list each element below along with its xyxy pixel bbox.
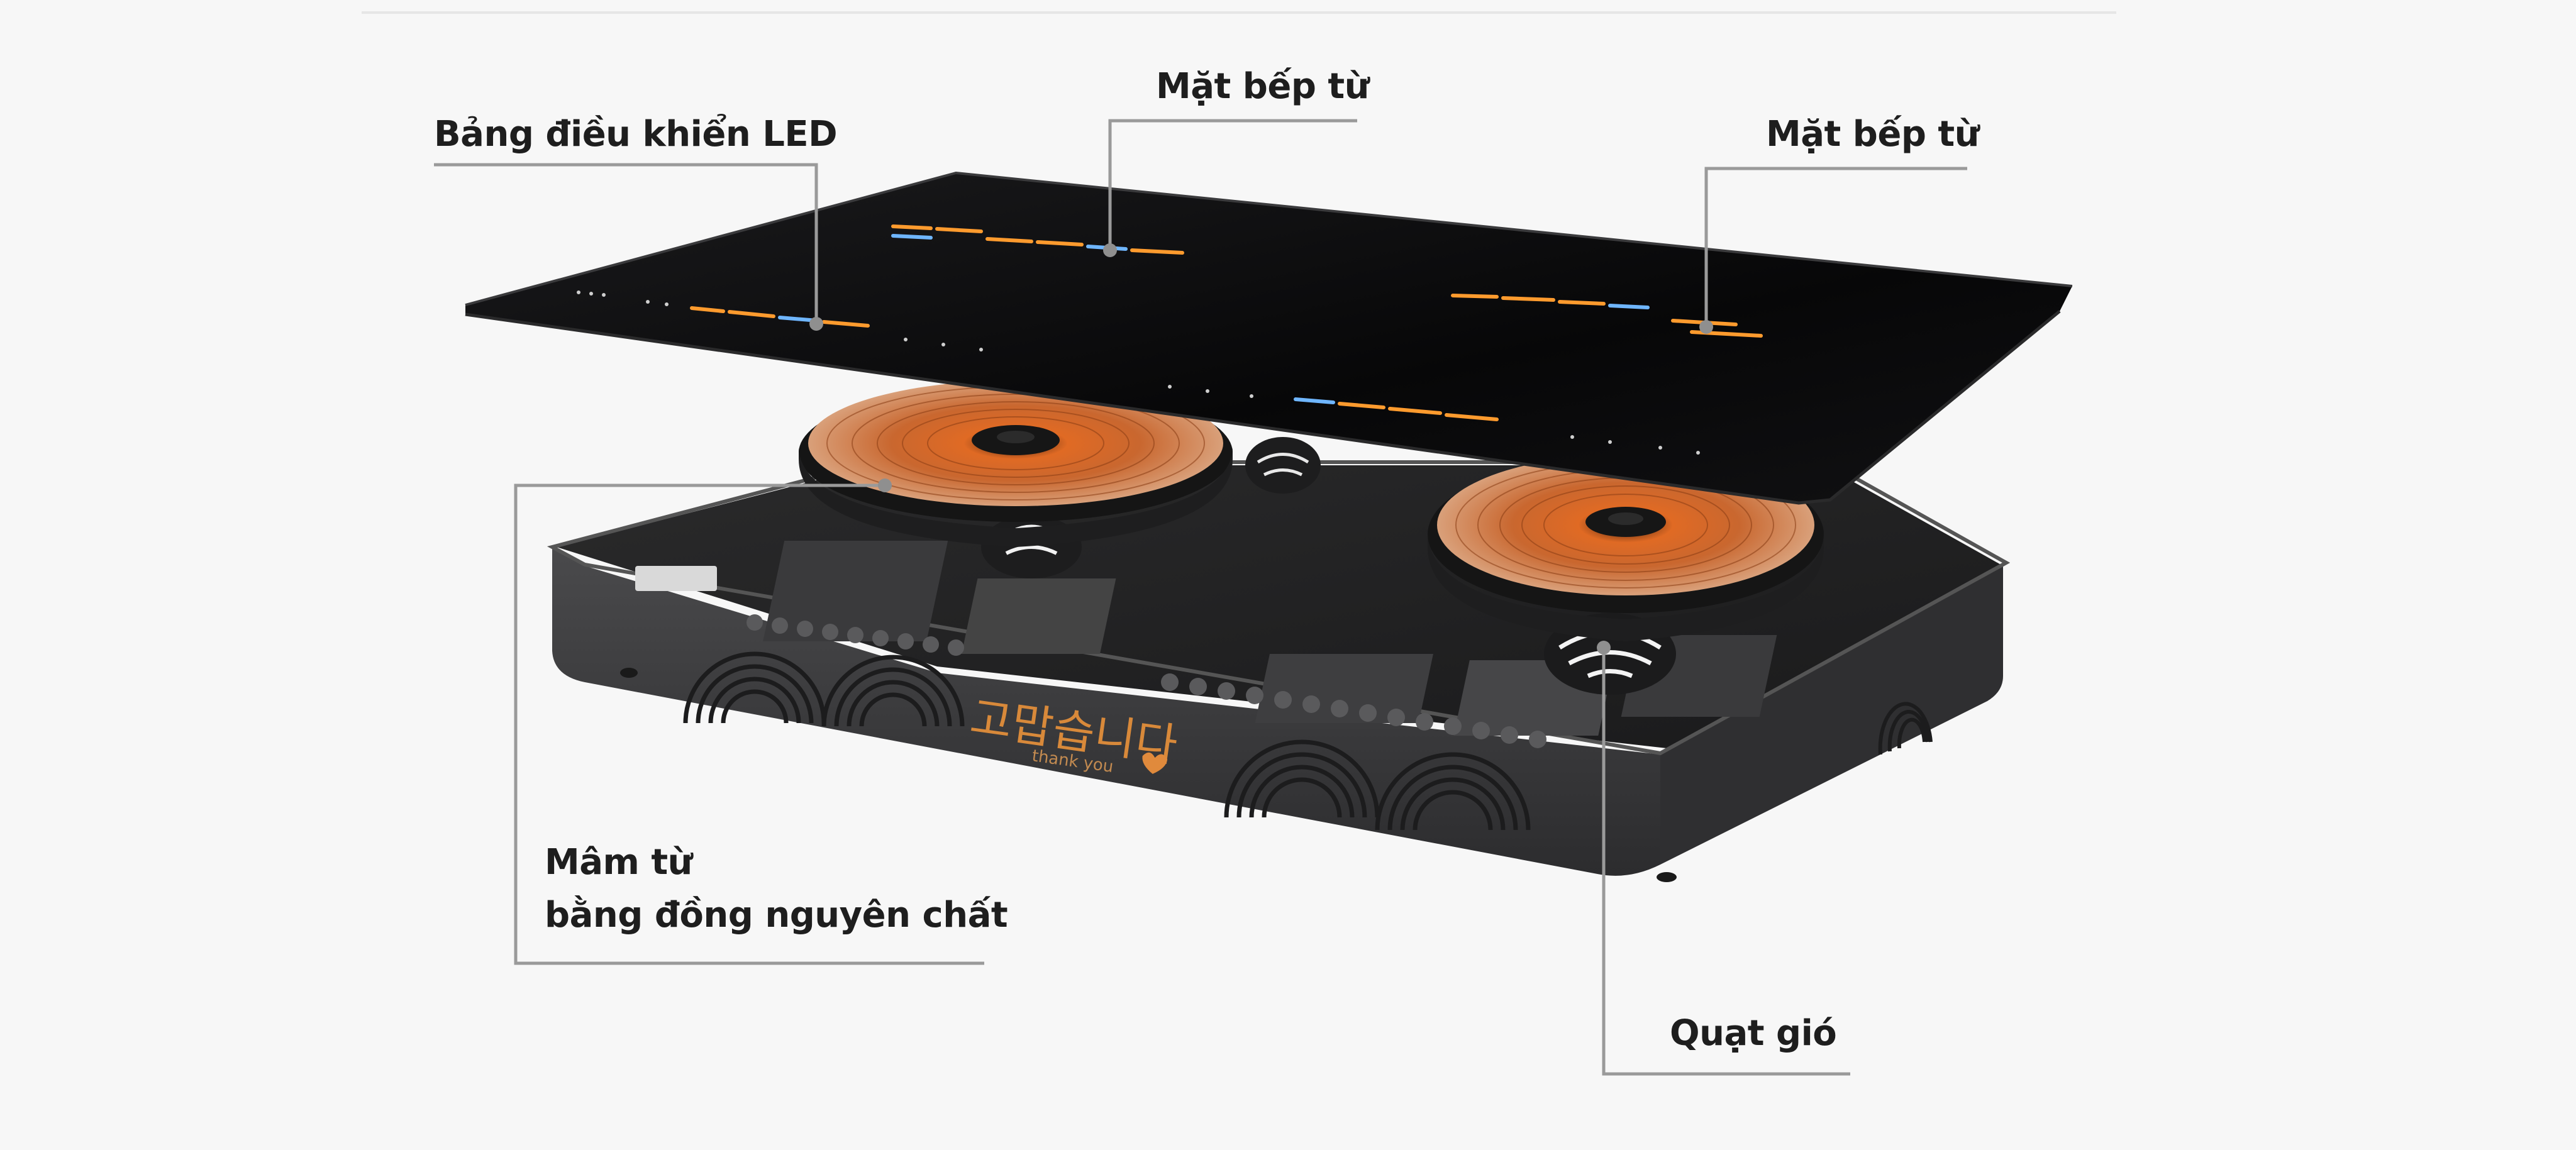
- vent-grille-center: [1224, 739, 1531, 831]
- copper-coil-right: [1428, 455, 1824, 641]
- vent-grille-right: [1878, 702, 1933, 755]
- callout-glass-top-right: Mặt bếp từ: [1766, 114, 1980, 155]
- callout-cooling-fan: Quạt gió: [1670, 1013, 1837, 1054]
- callout-copper-coil-line2: bằng đồng nguyên chất: [545, 895, 1008, 936]
- glass-cooktop-panel: [465, 171, 2073, 505]
- callout-glass-top-center: Mặt bếp từ: [1156, 66, 1370, 107]
- copper-coil-left: [799, 380, 1233, 547]
- callout-leader-lines: [434, 119, 1967, 1076]
- cooling-fan-back: [1245, 437, 1321, 494]
- callout-copper-coil-line1: Mâm từ: [545, 842, 693, 883]
- callout-led-control-panel: Bảng điều khiển LED: [434, 114, 838, 155]
- vent-grille-left: [683, 651, 965, 727]
